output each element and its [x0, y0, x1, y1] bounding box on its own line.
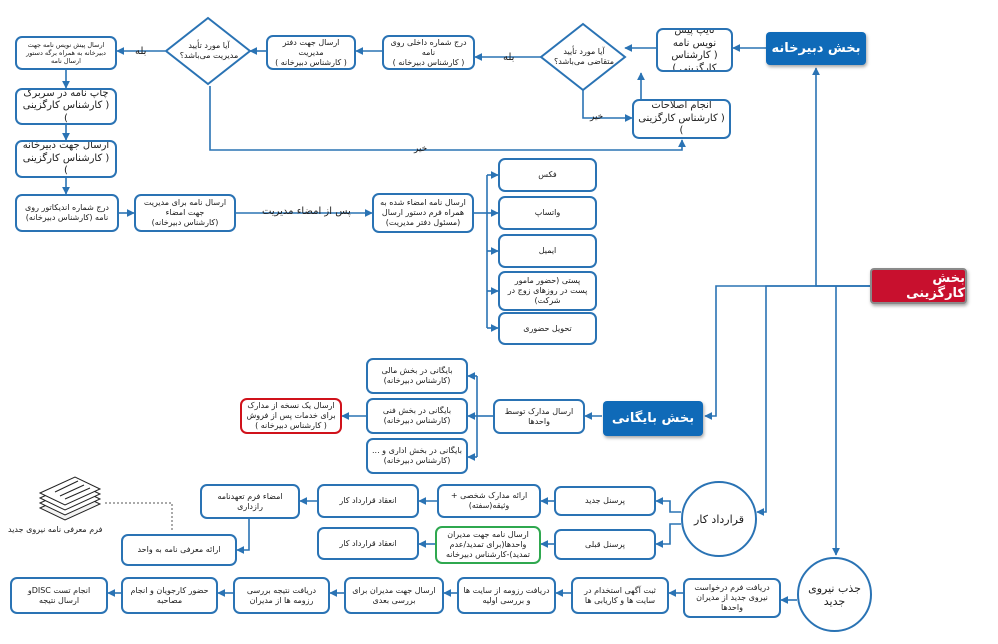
box-send-to-managers: ارسال نامه جهت مدیران واحدها(برای تمدید/…	[435, 526, 541, 564]
header-secretariat: بخش دبیرخانه	[766, 32, 866, 65]
label-no-management: خیر	[414, 144, 428, 154]
box-send-docs: ارسال مدارک توسط واحدها	[493, 399, 585, 434]
box-register-internal: درج شماره داخلی روی نامه ( کارشناس دبیرخ…	[382, 35, 475, 70]
label-no-applicant: خیر	[590, 112, 604, 122]
label-yes-management: بله	[135, 46, 147, 57]
box-archive-financial: بایگانی در بخش مالی (کارشناس دبیرخانه)	[366, 358, 468, 394]
box-archive-admin: بایگانی در بخش اداری و ... (کارشناس دبیر…	[366, 438, 468, 474]
box-archive-technical: بایگانی در بخش فنی (کارشناس دبیرخانه)	[366, 398, 468, 434]
channel-email: ایمیل	[498, 234, 597, 268]
decision-applicant-text: آیا مورد تأیید متقاضی می‌باشد؟	[554, 47, 614, 66]
box-print-letterhead: چاپ نامه در سربرگ ( کارشناس کارگزینی )	[15, 88, 117, 125]
box-review-result: دریافت نتیجه بررسی رزومه ها از مدیران	[233, 577, 330, 614]
circle-recruit: جذب نیروی جدید	[797, 557, 872, 632]
box-register-indicator: درج شماره اندیکاتور روی نامه (کارشناس دب…	[15, 194, 119, 232]
box-type-draft: تایپ پیش نویس نامه ( کارشناس کارگزینی )	[656, 28, 733, 72]
label-yes-applicant: بله	[503, 52, 515, 63]
channel-whatsapp: واتساپ	[498, 196, 597, 230]
box-provide-docs: ارائه مدارک شخصی + وثیقه(سفته)	[437, 484, 541, 518]
document-stack-icon	[38, 476, 102, 521]
box-new-staff: پرسنل جدید	[554, 486, 656, 516]
label-after-signature: پس از امضاء مدیریت	[262, 206, 351, 217]
box-send-for-signature: ارسال نامه برای مدیریت جهت امضاء (کارشنا…	[134, 194, 236, 232]
header-hr: بخش کارگزینی	[870, 268, 967, 304]
box-receive-request: دریافت فرم درخواست نیروی جدید از مدیران …	[683, 578, 781, 618]
diamond-management	[164, 16, 252, 86]
box-send-secretariat: ارسال جهت دبیرخانه ( کارشناس کارگزینی )	[15, 140, 117, 178]
diamond-applicant	[539, 22, 627, 92]
box-send-signed: ارسال نامه امضاء شده به همراه فرم دستور …	[372, 193, 474, 233]
box-copy-after-sales: ارسال یک نسخه از مدارک برای خدمات پس از …	[240, 398, 342, 434]
box-confidentiality: امضاء فرم تعهدنامه رازداری	[200, 484, 300, 519]
circle-contract: قرارداد کار	[681, 481, 757, 557]
channel-post: پستی (حضور مامور پست در روزهای زوج در شر…	[498, 271, 597, 311]
box-disc-test: انجام تست DISCو ارسال نتیجه	[10, 577, 108, 614]
channel-fax: فکس	[498, 158, 597, 192]
box-receive-resumes: دریافت رزومه از سایت ها و بررسی اولیه	[457, 577, 556, 614]
box-interview: حضور کارجویان و انجام مصاحبه	[121, 577, 218, 614]
channel-in-person: تحویل حضوری	[498, 312, 597, 345]
box-contract-previous: انعقاد قرارداد کار	[317, 527, 419, 560]
box-post-ads: ثبت آگهی استخدام در سایت ها و کاریابی ها	[571, 577, 669, 614]
box-send-draft: ارسال پیش نویس نامه جهت دبیرخانه به همرا…	[15, 36, 117, 70]
box-intro-letter: ارائه معرفی نامه به واحد	[121, 534, 237, 566]
decision-management-text: آیا مورد تأیید مدیریت می‌باشد؟	[179, 41, 239, 60]
box-previous-staff: پرسنل قبلی	[554, 529, 656, 560]
header-archive: بخش بایگانی	[603, 401, 703, 436]
box-corrections: انجام اصلاحات ( کارشناس کارگزینی )	[632, 99, 731, 139]
box-contract-new: انعقاد قرارداد کار	[317, 484, 419, 518]
box-send-management-office: ارسال جهت دفتر مدیریت ( کارشناس دبیرخانه…	[266, 35, 356, 70]
caption-intro-form: فرم معرفی نامه نیروی جدید	[8, 525, 103, 534]
box-send-managers: ارسال جهت مدیران برای بررسی بعدی	[344, 577, 444, 614]
